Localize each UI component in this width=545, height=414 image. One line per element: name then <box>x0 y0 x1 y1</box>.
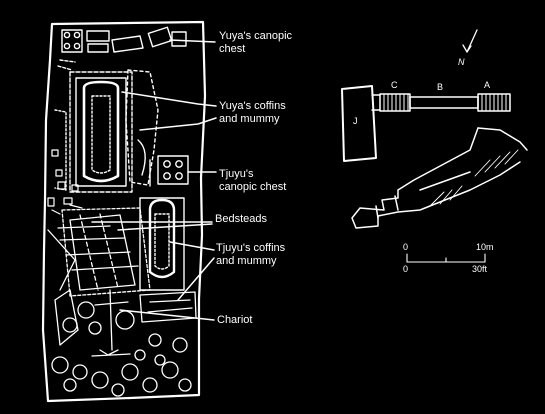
corridor-b <box>409 96 479 109</box>
scale-zero-top: 0 <box>403 242 409 252</box>
corridor-c-label: C <box>391 80 398 90</box>
small-objects-drawing <box>47 149 83 215</box>
scale-imperial: 30ft <box>472 264 488 274</box>
scale-metric: 10m <box>476 242 494 252</box>
label-tjuyu-coffins-2: and mummy <box>216 255 277 267</box>
label-yuya-canopic-1: Yuya's canopic <box>219 30 293 42</box>
north-label: N <box>458 57 465 67</box>
label-tjuyu-canopic-1: Tjuyu's <box>219 168 254 180</box>
leader-lines <box>91 39 217 321</box>
yuya-coffins-drawing <box>54 69 159 193</box>
chariot-drawing <box>51 289 197 397</box>
yuya-canopic-chest-drawing <box>57 26 187 71</box>
label-yuya-canopic-2: chest <box>219 43 246 55</box>
tjuyu-canopic-chest-drawing <box>149 155 189 187</box>
tomb-section <box>351 127 528 229</box>
corridor-b-label: B <box>437 82 444 92</box>
label-yuya-coffins-1: Yuya's coffins <box>219 100 286 112</box>
scale-bar <box>406 253 486 263</box>
corridor-a-label: A <box>484 80 491 90</box>
burial-chamber-outline <box>41 20 207 403</box>
tomb-plan <box>341 85 511 162</box>
chamber-j-label: J <box>353 116 358 126</box>
label-bedsteads: Bedsteads <box>215 213 267 225</box>
bedsteads-drawing <box>47 207 151 297</box>
north-arrow <box>462 29 478 53</box>
label-chariot: Chariot <box>217 314 253 326</box>
scale-zero-bottom: 0 <box>403 264 409 274</box>
label-tjuyu-coffins-1: Tjuyu's coffins <box>216 242 286 254</box>
label-tjuyu-canopic-2: canopic chest <box>219 181 287 193</box>
label-yuya-coffins-2: and mummy <box>219 113 280 125</box>
